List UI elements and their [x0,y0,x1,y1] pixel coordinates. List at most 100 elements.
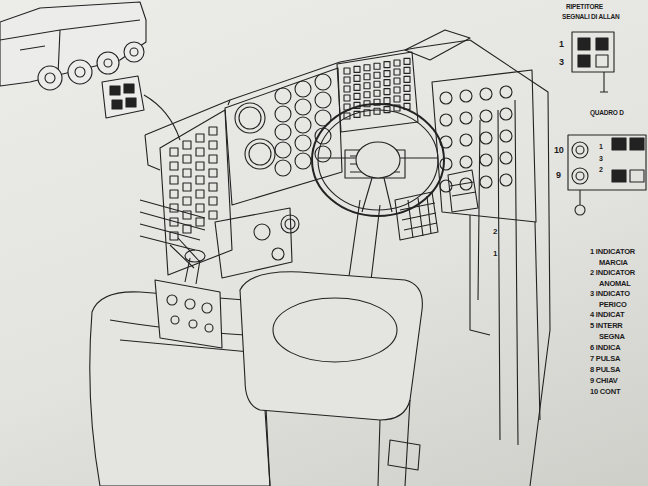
drawing-part [275,106,291,122]
callout-label: PERICO [599,301,627,309]
drawing-part [209,211,217,219]
drawing-part [185,299,195,309]
drawing-part [630,170,644,182]
callout-label: 1 [559,40,564,49]
drawing-part [572,142,588,158]
drawing-part [612,138,626,150]
drawing-part [0,2,146,86]
drawing-part [500,108,512,120]
callout-label: MARCIA [599,259,628,267]
drawing-part [196,218,204,226]
drawing-part [209,155,217,163]
drawing-part [575,205,585,215]
drawing-part [295,99,311,115]
drawing-part [478,100,540,445]
drawing-part [140,200,205,250]
drawing-part [576,172,584,180]
callout-label: 2 [599,166,603,173]
drawing-part [318,110,438,210]
drawing-part [460,134,472,146]
callout-label: 7 PULSA [590,355,620,363]
drawing-part [404,94,410,100]
drawing-part [394,69,400,75]
drawing-part [196,148,204,156]
drawing-part [344,95,350,101]
drawing-part [500,152,512,164]
drawing-part [130,48,138,56]
drawing-part [295,153,311,169]
callout-label: 1 [492,250,498,258]
drawing-part [500,174,512,186]
callout-label: QUADRO D [590,110,624,117]
drawing-part [202,303,212,313]
drawing-part [295,135,311,151]
callout-label: 10 [554,146,564,155]
drawing-part [273,298,397,362]
callout-label: RIPETITORE [566,4,603,11]
drawing-part [312,104,444,216]
drawing-part [364,65,370,71]
drawing-part [215,208,292,278]
drawing-part [189,320,197,328]
callout-label: 2 INDICATOR [590,269,635,277]
drawing-part [196,134,204,142]
drawing-part [356,142,400,178]
drawing-part [374,90,380,96]
drawing-part [630,138,644,150]
drawing-part [167,295,177,305]
drawing-part [170,190,178,198]
drawing-part [170,176,178,184]
drawing-part [384,62,390,68]
drawing-part [249,143,271,165]
drawing-part [568,135,646,190]
drawing-part [500,130,512,142]
callout-label: 2 [492,228,498,236]
drawing-part [170,204,178,212]
drawing-part [440,114,452,126]
callout-label: SEGNA [599,333,625,341]
drawing-part [500,86,512,98]
drawing-part [170,238,200,268]
drawing-part [275,124,291,140]
drawing-part [374,108,380,114]
drawing-part [384,71,390,77]
callout-label: 1 INDICATOR [590,248,635,256]
drawing-part [205,324,213,332]
drawing-part [75,67,85,77]
drawing-part [432,70,536,222]
drawing-part [275,74,331,176]
drawing-part [315,92,331,108]
drawing-part [404,67,410,73]
drawing-part [394,78,400,84]
callout-label: 3 [559,58,564,67]
drawing-part [440,86,512,192]
drawing-part [295,81,311,97]
drawing-part [275,160,291,176]
drawing-part [196,162,204,170]
drawing-part [104,59,112,67]
drawing-part [272,248,284,260]
drawing-part [354,66,360,72]
drawing-part [170,162,178,170]
drawing-part [470,215,490,335]
drawing-part [394,96,400,102]
drawing-part [450,182,476,196]
drawing-part [275,88,291,104]
drawing-part [337,52,418,132]
drawing-part [170,127,217,240]
drawing-part [578,55,590,67]
callout-label: 3 INDICATO [590,290,630,298]
drawing-part [440,158,452,170]
drawing-part [384,80,390,86]
drawing-part [404,76,410,82]
drawing-part [440,92,452,104]
drawing-part [374,72,380,78]
callout-label: 4 INDICAT [590,311,624,319]
callout-label: 10 CONT [590,388,620,396]
drawing-part [354,84,360,90]
drawing-part [196,190,204,198]
drawing-part [235,103,265,133]
callout-label: ANOMAL [599,280,631,288]
